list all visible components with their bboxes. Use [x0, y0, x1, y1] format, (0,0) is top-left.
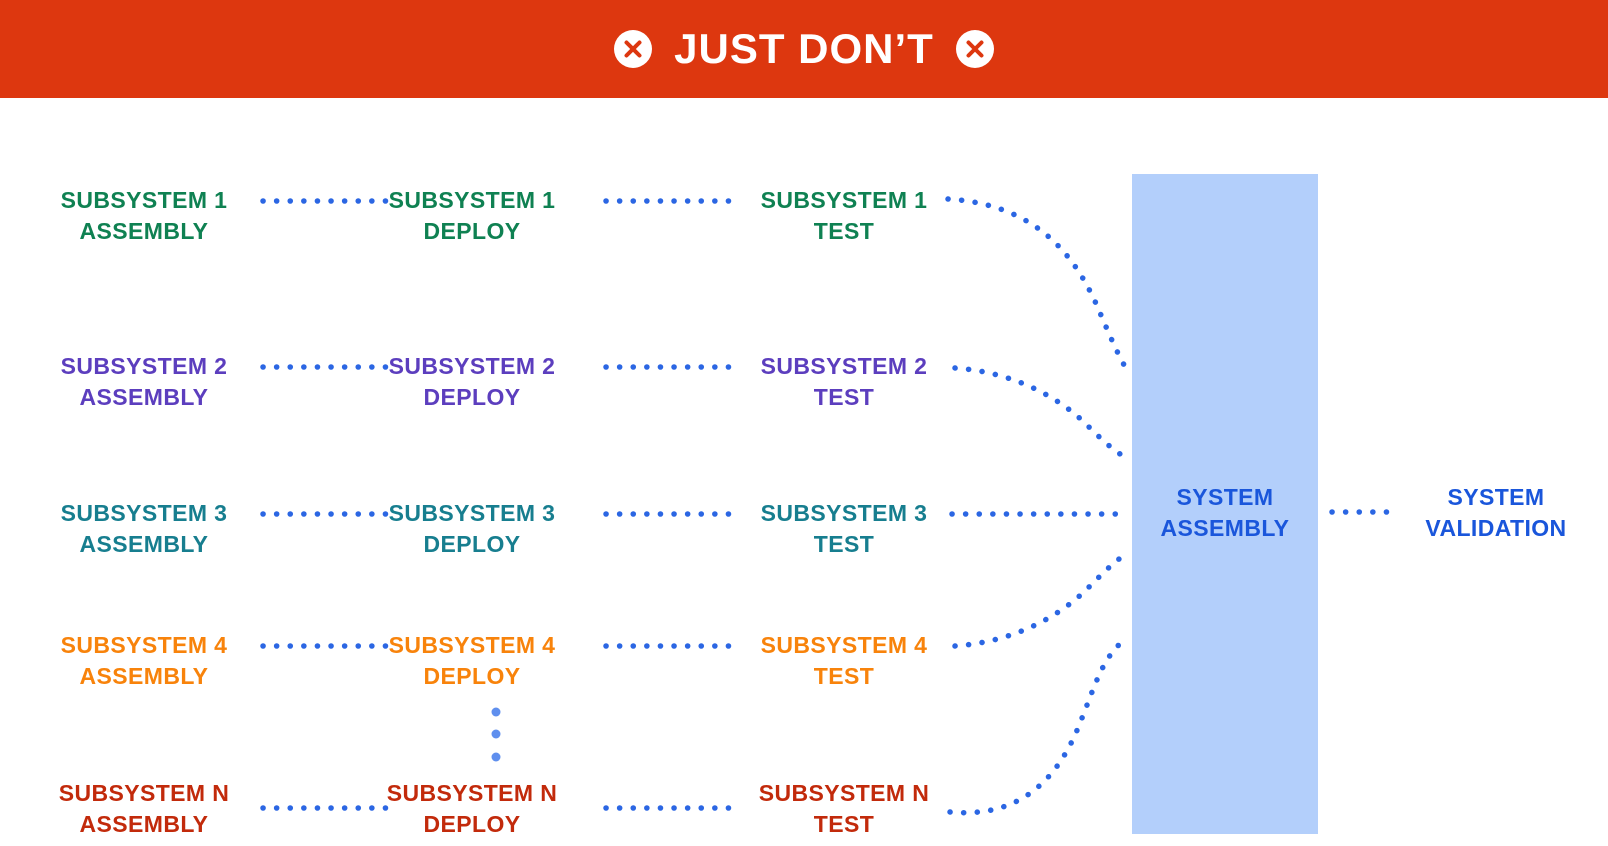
node-line1: SUBSYSTEM 2 — [60, 353, 228, 379]
node-line2: TEST — [813, 531, 875, 557]
node-line2: TEST — [813, 811, 875, 837]
circle-x-icon — [955, 30, 994, 68]
node-line1: SUBSYSTEM 2 — [388, 353, 556, 379]
system-validation-label: SYSTEM VALIDATION — [1366, 482, 1608, 544]
system-validation-line1: SYSTEM — [1447, 484, 1545, 510]
node-line1: SUBSYSTEM 3 — [760, 500, 928, 526]
node-subsystem3-assembly: SUBSYSTEM 3 ASSEMBLY — [14, 498, 274, 560]
node-line2: ASSEMBLY — [79, 218, 209, 244]
system-assembly-label: SYSTEM ASSEMBLY — [1095, 482, 1355, 544]
node-line2: DEPLOY — [423, 663, 521, 689]
node-subsystem1-deploy: SUBSYSTEM 1 DEPLOY — [342, 185, 602, 247]
node-line1: SUBSYSTEM 1 — [388, 187, 556, 213]
node-line2: DEPLOY — [423, 384, 521, 410]
node-line1: SUBSYSTEM 4 — [388, 632, 556, 658]
node-subsystem4-assembly: SUBSYSTEM 4 ASSEMBLY — [14, 630, 274, 692]
node-line1: SUBSYSTEM 4 — [60, 632, 228, 658]
node-subsystem2-deploy: SUBSYSTEM 2 DEPLOY — [342, 351, 602, 413]
node-line1: SUBSYSTEM 2 — [760, 353, 928, 379]
system-assembly-line2: ASSEMBLY — [1160, 515, 1290, 541]
node-line1: SUBSYSTEM 4 — [760, 632, 928, 658]
connector-row1-test-assembly — [945, 196, 1131, 375]
node-subsystem4-deploy: SUBSYSTEM 4 DEPLOY — [342, 630, 602, 692]
node-subsystem1-test: SUBSYSTEM 1 TEST — [714, 185, 974, 247]
node-subsystem3-test: SUBSYSTEM 3 TEST — [714, 498, 974, 560]
node-subsystem1-assembly: SUBSYSTEM 1 ASSEMBLY — [14, 185, 274, 247]
node-line1: SUBSYSTEM 1 — [60, 187, 228, 213]
node-subsystem4-test: SUBSYSTEM 4 TEST — [714, 630, 974, 692]
node-line1: SUBSYSTEM 1 — [760, 187, 928, 213]
connector-rowN-test-assembly — [947, 634, 1131, 816]
node-subsystem3-deploy: SUBSYSTEM 3 DEPLOY — [342, 498, 602, 560]
node-line2: DEPLOY — [423, 811, 521, 837]
node-line1: SUBSYSTEM 3 — [60, 500, 228, 526]
system-validation-line2: VALIDATION — [1425, 515, 1567, 541]
system-assembly-line1: SYSTEM — [1176, 484, 1274, 510]
node-line2: TEST — [813, 218, 875, 244]
node-line1: SUBSYSTEM 3 — [388, 500, 556, 526]
node-line2: TEST — [813, 663, 875, 689]
node-subsystemN-deploy: SUBSYSTEM N DEPLOY — [342, 778, 602, 840]
node-line2: TEST — [813, 384, 875, 410]
node-subsystemN-assembly: SUBSYSTEM N ASSEMBLY — [14, 778, 274, 840]
node-line1: SUBSYSTEM N — [386, 780, 558, 806]
vertical-ellipsis-dots — [491, 707, 501, 762]
node-line1: SUBSYSTEM N — [58, 780, 230, 806]
connector-row2-test-assembly — [952, 365, 1131, 462]
node-line2: DEPLOY — [423, 218, 521, 244]
circle-x-icon — [614, 30, 653, 68]
node-line2: ASSEMBLY — [79, 811, 209, 837]
node-line2: ASSEMBLY — [79, 531, 209, 557]
node-line2: ASSEMBLY — [79, 663, 209, 689]
banner-title: JUST DON’T — [674, 25, 934, 72]
node-line1: SUBSYSTEM N — [758, 780, 930, 806]
node-subsystemN-test: SUBSYSTEM N TEST — [714, 778, 974, 840]
node-line2: DEPLOY — [423, 531, 521, 557]
warning-banner: JUST DON’T — [0, 0, 1608, 98]
node-subsystem2-test: SUBSYSTEM 2 TEST — [714, 351, 974, 413]
node-line2: ASSEMBLY — [79, 384, 209, 410]
system-assembly-box: SYSTEM ASSEMBLY — [1132, 174, 1318, 834]
node-subsystem2-assembly: SUBSYSTEM 2 ASSEMBLY — [14, 351, 274, 413]
connector-row4-test-assembly — [952, 550, 1131, 649]
